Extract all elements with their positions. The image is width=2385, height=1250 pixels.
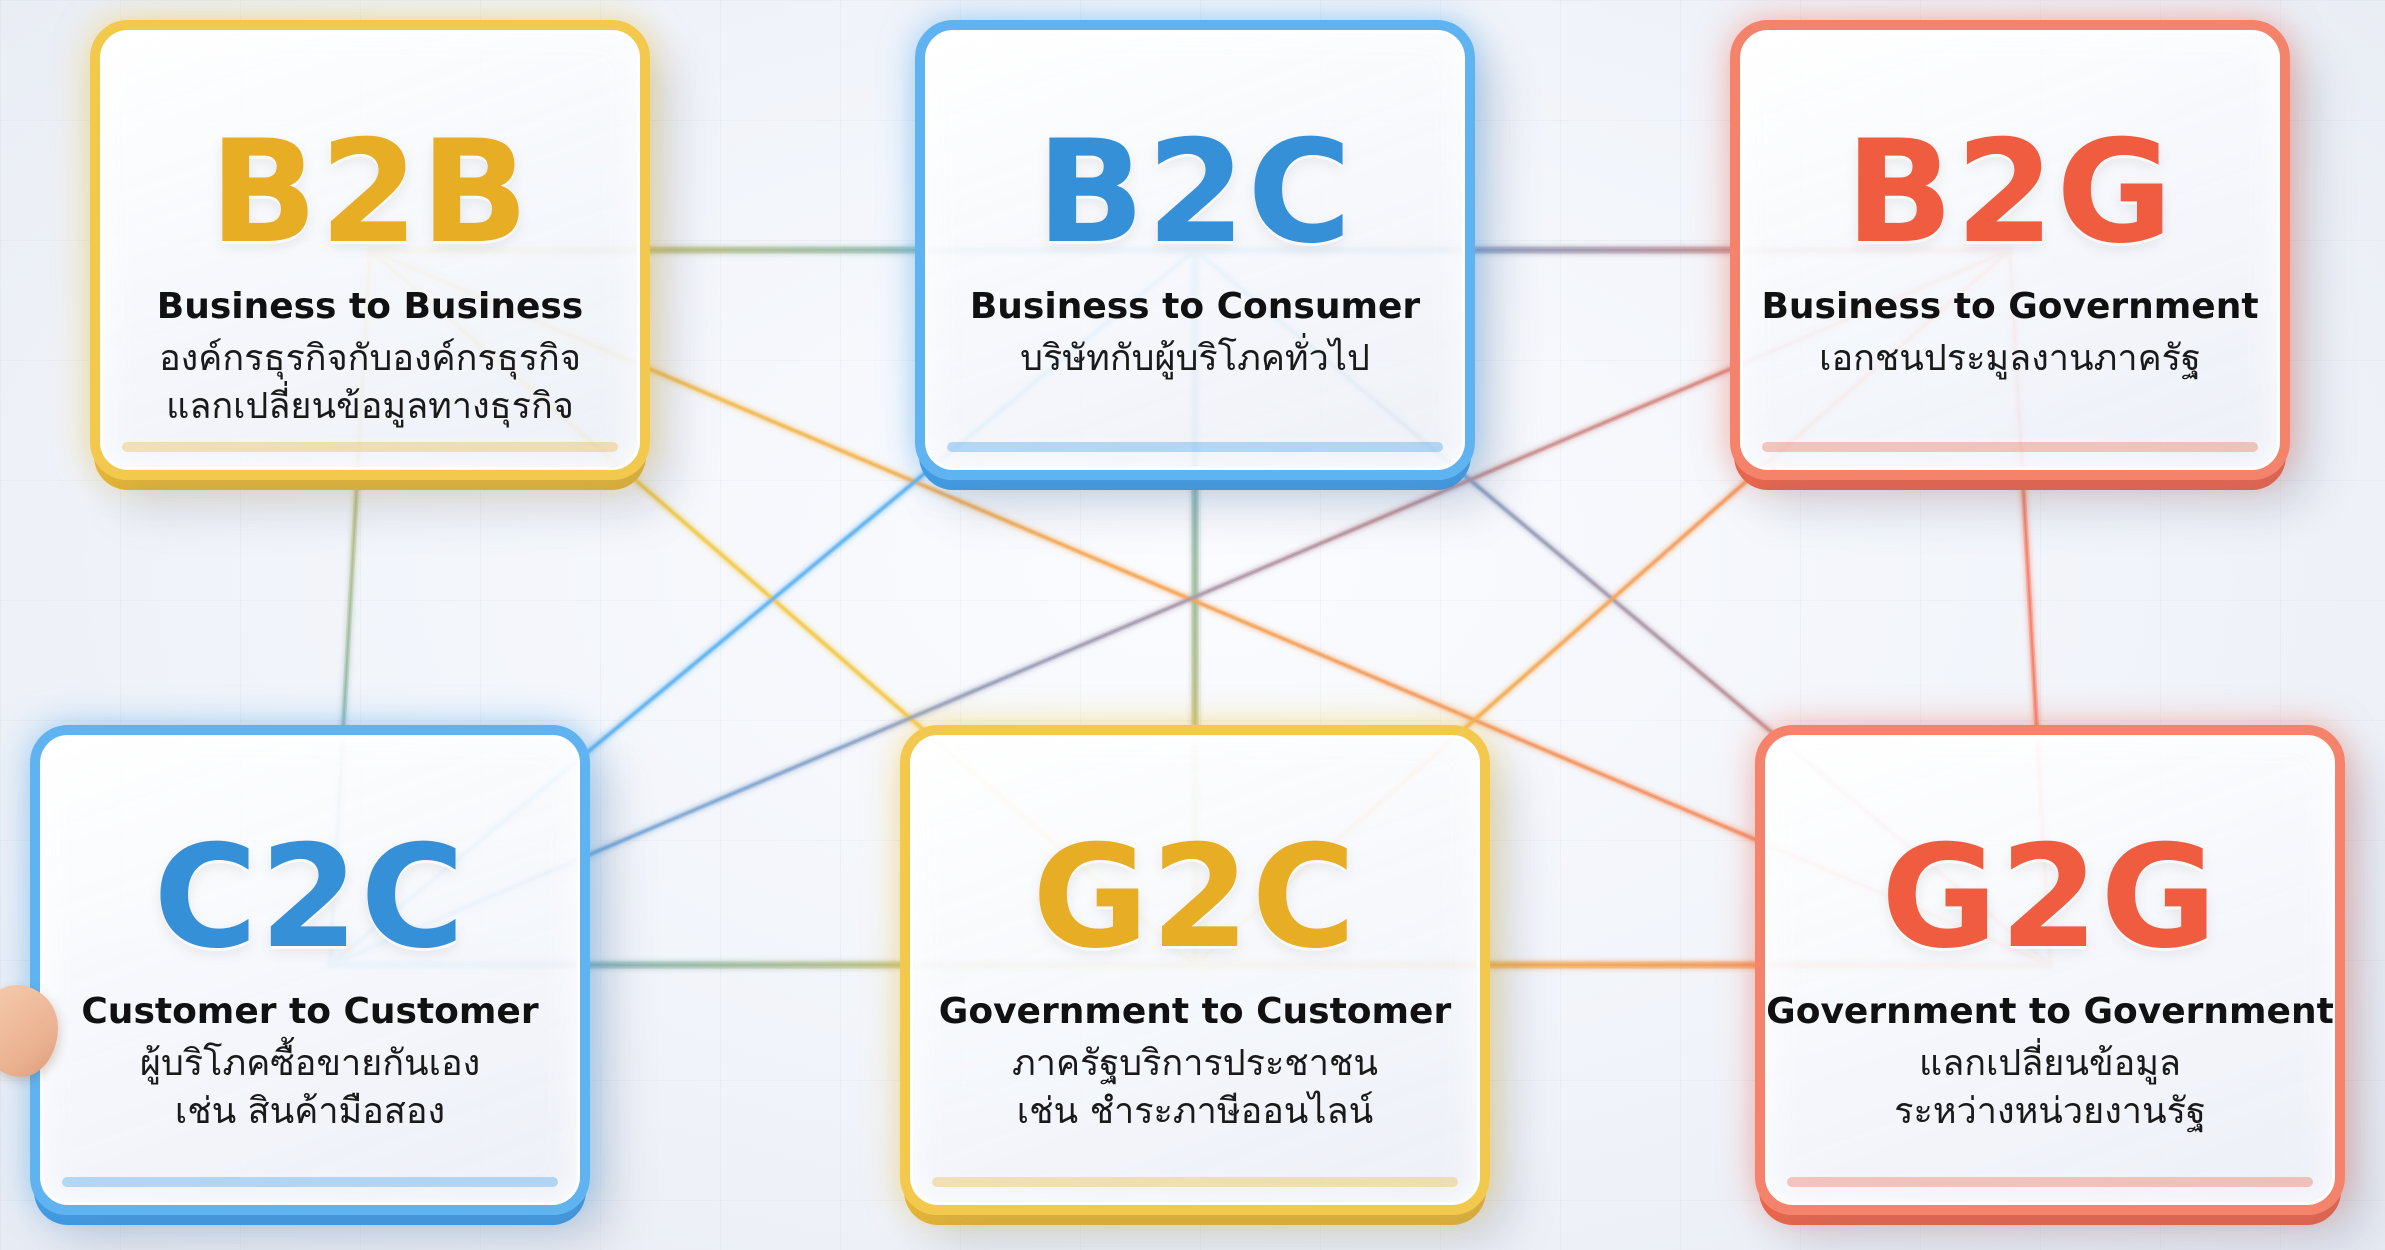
description-line: ภาครัฐบริการประชาชน <box>1012 1043 1378 1085</box>
description-line: เช่น สินค้ามือสอง <box>174 1090 446 1132</box>
node-description: ภาครัฐบริการประชาชน เช่น ชำระภาษีออนไลน์ <box>910 1040 1480 1135</box>
node-description: เอกชนประมูลงานภาครัฐ <box>1740 335 2280 383</box>
node-full-name: Business to Business <box>156 286 584 327</box>
node-description: แลกเปลี่ยนข้อมูล ระหว่างหน่วยงานรัฐ <box>1765 1040 2335 1135</box>
node-full-name: Customer to Customer <box>81 991 539 1032</box>
node-g2g: G2G Government to Government แลกเปลี่ยนข… <box>1755 725 2345 1215</box>
node-description: องค์กรธุรกิจกับองค์กรธุรกิจ แลกเปลี่ยนข้… <box>100 335 640 430</box>
node-acronym: B2G <box>1845 110 2175 275</box>
description-line: เช่น ชำระภาษีออนไลน์ <box>1016 1090 1374 1132</box>
node-acronym: B2C <box>1036 110 1354 275</box>
description-line: ผู้บริโภคซื้อขายกันเอง <box>139 1043 481 1085</box>
node-full-name: Government to Government <box>1766 991 2334 1032</box>
node-c2c: C2C Customer to Customer ผู้บริโภคซื้อขา… <box>30 725 590 1215</box>
description-line: แลกเปลี่ยนข้อมูล <box>1918 1043 2181 1085</box>
description-line: เอกชนประมูลงานภาครัฐ <box>1819 338 2201 380</box>
node-acronym: B2B <box>209 110 531 275</box>
node-full-name: Government to Customer <box>938 991 1452 1032</box>
description-line: ระหว่างหน่วยงานรัฐ <box>1894 1090 2206 1132</box>
description-line: บริษัทกับผู้บริโภคทั่วไป <box>1020 338 1370 380</box>
node-b2g: B2G Business to Government เอกชนประมูลงา… <box>1730 20 2290 480</box>
node-acronym: G2G <box>1881 815 2219 980</box>
description-line: แลกเปลี่ยนข้อมูลทางธุรกิจ <box>166 385 574 427</box>
node-acronym: C2C <box>153 815 467 980</box>
node-full-name: Business to Government <box>1761 286 2259 327</box>
node-description: ผู้บริโภคซื้อขายกันเอง เช่น สินค้ามือสอง <box>40 1040 580 1135</box>
description-line: องค์กรธุรกิจกับองค์กรธุรกิจ <box>159 338 581 380</box>
node-b2b: B2B Business to Business องค์กรธุรกิจกับ… <box>90 20 650 480</box>
node-acronym: G2C <box>1032 815 1358 980</box>
node-g2c: G2C Government to Customer ภาครัฐบริการป… <box>900 725 1490 1215</box>
node-full-name: Business to Consumer <box>969 286 1421 327</box>
node-b2c: B2C Business to Consumer บริษัทกับผู้บริ… <box>915 20 1475 480</box>
node-description: บริษัทกับผู้บริโภคทั่วไป <box>925 335 1465 383</box>
